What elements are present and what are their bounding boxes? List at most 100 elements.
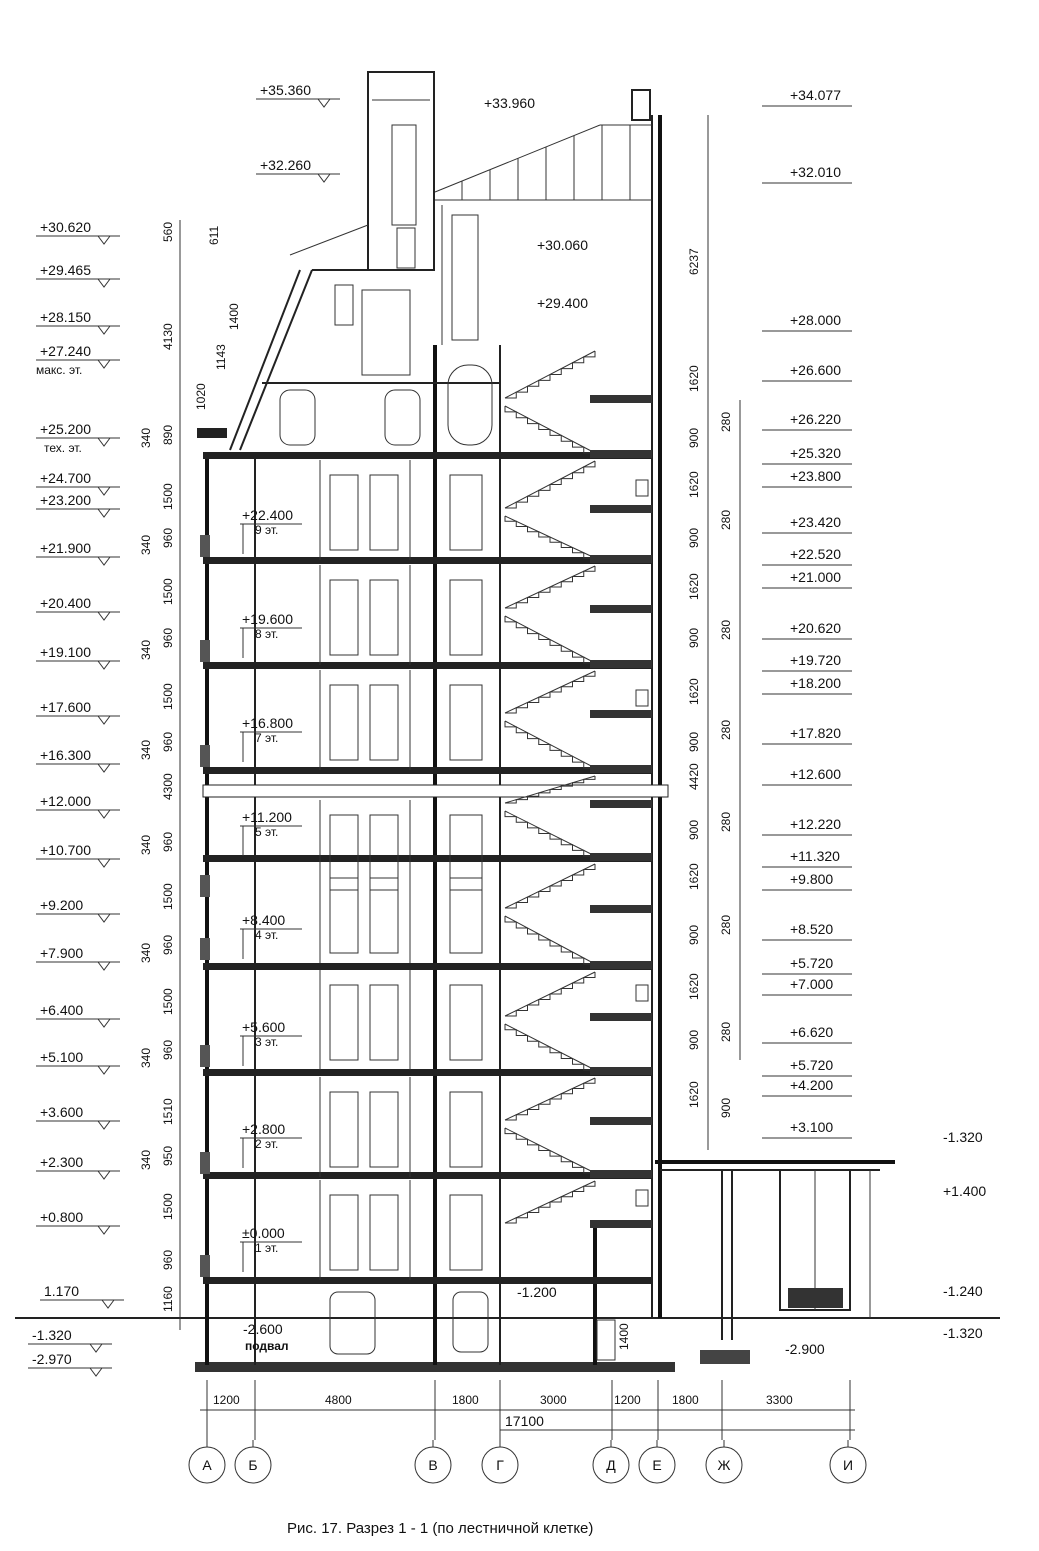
elev-ground-right-2: -1.320 xyxy=(943,1325,983,1341)
windows xyxy=(200,460,649,1280)
window-pane xyxy=(329,1194,359,1271)
floor-name: 5 эт. xyxy=(255,825,278,839)
bottom-dimension: 1800 xyxy=(672,1393,699,1407)
window-pane xyxy=(329,579,359,656)
floor-level-mark: +5.600 xyxy=(242,1019,285,1035)
stair-landing xyxy=(590,1067,652,1075)
note-tech-floor: тех. эт. xyxy=(44,441,82,455)
facade-window-left xyxy=(200,745,210,767)
left-elevation-mark: +35.360 xyxy=(260,82,311,98)
window-pane xyxy=(369,984,399,1061)
stair-steps xyxy=(504,406,595,454)
roof-truss-web xyxy=(461,125,631,200)
right-elevation-mark: +20.620 xyxy=(790,620,841,636)
window-pane xyxy=(369,474,399,551)
elevation-arrow xyxy=(89,1367,103,1377)
floor-name: 9 эт. xyxy=(255,523,278,537)
door-opening xyxy=(449,684,483,761)
left-elevation-mark: +28.150 xyxy=(40,309,91,325)
left-dimension: 960 xyxy=(161,528,175,548)
facade-window-left xyxy=(200,875,210,897)
right-dimension: 1620 xyxy=(687,573,701,600)
left-elevation-mark: +6.400 xyxy=(40,1002,83,1018)
elev-foundation: -2.900 xyxy=(785,1341,825,1357)
stair-steps xyxy=(505,776,596,804)
stair-steps xyxy=(504,811,595,857)
elevator-shaft-top xyxy=(367,71,435,271)
right-elevation-mark: +12.220 xyxy=(790,816,841,832)
roof-window-2 xyxy=(384,389,421,446)
floor-name: 8 эт. xyxy=(255,627,278,641)
elevation-arrow xyxy=(97,809,111,819)
left-elevation-mark: +24.700 xyxy=(40,470,91,486)
elevation-arrow xyxy=(97,486,111,496)
total-dim: 17100 xyxy=(505,1413,544,1429)
attic-door xyxy=(361,289,411,376)
roof-window-1 xyxy=(279,389,316,446)
window-pane xyxy=(369,1194,399,1271)
floor-slabs xyxy=(202,452,669,1284)
foundation-slab xyxy=(195,1362,675,1372)
axis-label: Д xyxy=(606,1457,616,1473)
window-pane xyxy=(369,684,399,761)
axis-bubble xyxy=(829,1446,867,1484)
floor-slab xyxy=(203,557,653,564)
stair-landing xyxy=(590,555,652,563)
floor-slab xyxy=(203,452,653,459)
facade-window-left xyxy=(200,640,210,662)
elevation-arrow xyxy=(97,858,111,868)
axis-bubble xyxy=(705,1446,743,1484)
right-elevation-mark: +25.320 xyxy=(790,445,841,461)
elevation-arrow xyxy=(317,173,331,183)
elevation-arrow xyxy=(97,715,111,725)
elev-ridge: +33.960 xyxy=(484,95,535,111)
right-dimension: 900 xyxy=(687,428,701,448)
elevation-arrow xyxy=(89,1343,103,1353)
left-dimension: 960 xyxy=(161,832,175,852)
right-elevation-mark: +22.520 xyxy=(790,546,841,562)
right-elevation-mark: +26.600 xyxy=(790,362,841,378)
left-dimension: 1500 xyxy=(161,578,175,605)
left-elevation-mark: +32.260 xyxy=(260,157,311,173)
elevation-arrow xyxy=(97,556,111,566)
left-elevation-mark: 1.170 xyxy=(44,1283,79,1299)
elevation-arrow xyxy=(97,913,111,923)
left-dimension: 4300 xyxy=(161,773,175,800)
stair-steps xyxy=(504,616,595,664)
floor-level-mark: +22.400 xyxy=(242,507,293,523)
elevation-arrow xyxy=(97,1065,111,1075)
elevation-arrow xyxy=(97,437,111,447)
axis-bubble xyxy=(592,1446,630,1484)
right-dimension: 1620 xyxy=(687,973,701,1000)
elevation-arrow xyxy=(97,1225,111,1235)
door-opening xyxy=(449,814,483,891)
left-elevation-mark: +23.200 xyxy=(40,492,91,508)
door-opening xyxy=(449,984,483,1061)
bottom-dimension: 3300 xyxy=(766,1393,793,1407)
axis-label: Г xyxy=(496,1457,504,1473)
stair-steps xyxy=(505,972,596,1017)
axis-label: А xyxy=(202,1457,212,1473)
stair-landing xyxy=(590,1117,652,1125)
left-elevation-mark: +17.600 xyxy=(40,699,91,715)
elevation-arrow xyxy=(97,1170,111,1180)
stair-landing xyxy=(590,765,652,773)
window-pane xyxy=(329,814,359,891)
left-elevation-mark: -2.970 xyxy=(32,1351,72,1367)
stair-landing xyxy=(590,800,652,808)
stair-steps xyxy=(505,671,596,714)
left-dimension: 960 xyxy=(161,732,175,752)
right-elevation-mark: +12.600 xyxy=(790,766,841,782)
floor-level-mark: +19.600 xyxy=(242,611,293,627)
facade-window-left xyxy=(200,1152,210,1174)
right-dimension: 4420 xyxy=(687,763,701,790)
window-pane xyxy=(329,684,359,761)
left-elevation-mark: +9.200 xyxy=(40,897,83,913)
stair-steps xyxy=(505,461,596,509)
stair-landing xyxy=(590,853,652,861)
left-dimension: 960 xyxy=(161,1250,175,1270)
right-elevation-mark: +19.720 xyxy=(790,652,841,668)
